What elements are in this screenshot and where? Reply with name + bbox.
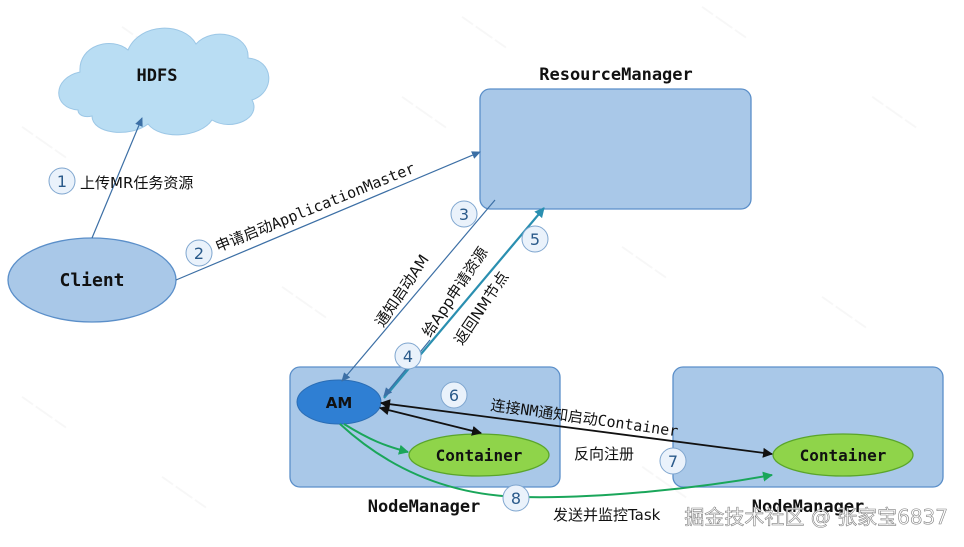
container-label-2: Container (800, 446, 887, 465)
resource-manager-box (479, 88, 752, 210)
hdfs-cloud (58, 27, 270, 136)
resource-manager-label: ResourceManager (539, 65, 693, 85)
hdfs-label: HDFS (137, 66, 178, 86)
svg-text:8: 8 (511, 489, 521, 508)
svg-text:━━ ━━━ ━━: ━━ ━━━ ━━ (277, 281, 329, 323)
svg-text:6: 6 (449, 386, 459, 405)
svg-text:━━ ━━━ ━━: ━━ ━━━ ━━ (697, 1, 749, 43)
node-manager-label-2: NodeManager (752, 497, 865, 517)
step-8-label: 发送并监控Task (553, 506, 661, 524)
step-8-badge: 8 (502, 484, 530, 512)
watermark-text: 掘金技术社区 @ 张家宝6837 (684, 505, 948, 529)
am-label: AM (326, 394, 353, 412)
step-1-label: 上传MR任务资源 (80, 174, 193, 192)
svg-text:━━ ━━━ ━━: ━━ ━━━ ━━ (817, 291, 869, 333)
client-label: Client (59, 270, 124, 291)
step-7-badge: 7 (659, 447, 687, 475)
svg-text:5: 5 (530, 230, 540, 249)
step-7-label: 反向注册 (574, 445, 634, 463)
svg-text:━━ ━━━ ━━: ━━ ━━━ ━━ (17, 391, 69, 433)
step-3-badge: 3 (450, 200, 478, 228)
svg-text:━━ ━━━ ━━: ━━ ━━━ ━━ (157, 471, 209, 513)
svg-text:1: 1 (57, 172, 67, 191)
step-4-badge: 4 (394, 342, 422, 370)
step-1-badge: 1 (48, 167, 76, 195)
arrow-rm-to-am (341, 199, 496, 382)
step-6-badge: 6 (440, 381, 468, 409)
svg-text:━━ ━━━ ━━: ━━ ━━━ ━━ (457, 11, 509, 53)
svg-text:2: 2 (194, 244, 204, 263)
svg-text:3: 3 (459, 205, 469, 224)
step-5-badge: 5 (521, 225, 549, 253)
svg-text:━━ ━━━ ━━: ━━ ━━━ ━━ (867, 91, 919, 133)
arrow-am-monitor-container-1 (343, 423, 409, 455)
svg-text:━━ ━━━ ━━: ━━ ━━━ ━━ (397, 91, 449, 133)
arrow-client-to-hdfs (91, 117, 143, 239)
step-2-badge: 2 (185, 239, 213, 267)
arrow-am-container-2 (380, 399, 773, 458)
node-manager-label-1: NodeManager (368, 497, 481, 517)
container-label-1: Container (436, 446, 523, 465)
svg-text:━━ ━━━ ━━: ━━ ━━━ ━━ (617, 241, 669, 283)
step-3-label: 通知启动AM (371, 251, 432, 330)
arrow-client-to-rm (175, 151, 481, 281)
svg-text:7: 7 (668, 452, 678, 471)
step-2-label: 申请启动ApplicationMaster (213, 159, 418, 256)
svg-text:━━ ━━━ ━━: ━━ ━━━ ━━ (17, 121, 69, 163)
svg-text:4: 4 (403, 347, 413, 366)
container-node-2 (772, 433, 914, 477)
